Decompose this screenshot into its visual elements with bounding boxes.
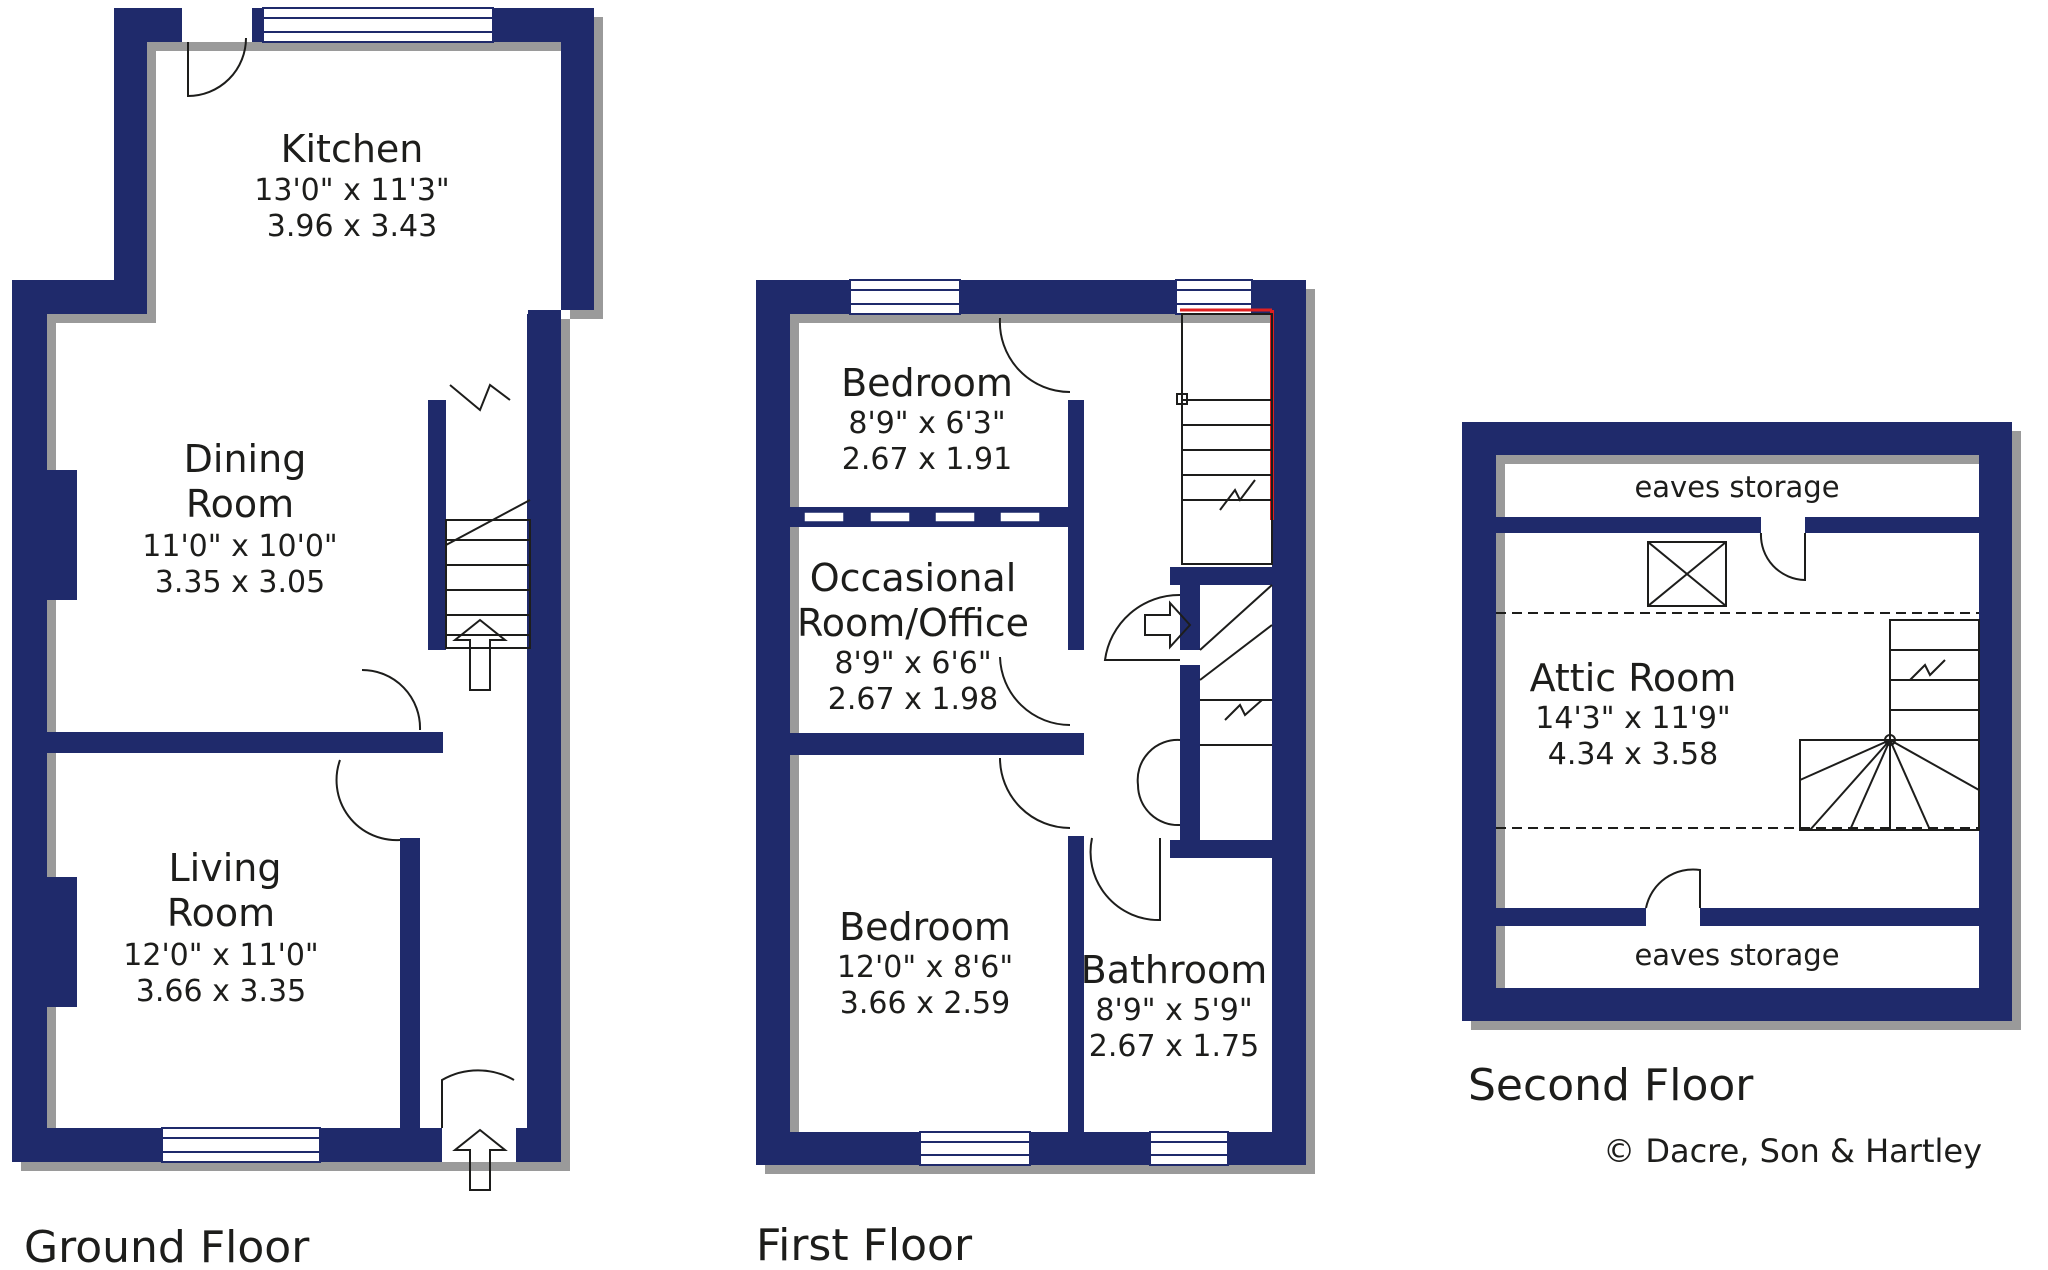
- second-floor-details: [1496, 532, 1980, 909]
- office-imperial: 8'9" x 6'6": [834, 646, 991, 681]
- first-floor-labels: Bedroom 8'9" x 6'3" 2.67 x 1.91 Occasion…: [756, 361, 1267, 1270]
- attic-metric: 4.34 x 3.58: [1548, 737, 1718, 772]
- bedroom-large-metric: 3.66 x 2.59: [840, 986, 1010, 1021]
- ground-floor-walls: [12, 8, 594, 1162]
- copyright-credit: © Dacre, Son & Hartley: [1603, 1132, 1982, 1170]
- bedroom-small-metric: 2.67 x 1.91: [842, 442, 1012, 477]
- second-floor-labels: eaves storage Attic Room 14'3" x 11'9" 4…: [1468, 470, 1982, 1170]
- eaves-storage-top-label: eaves storage: [1634, 470, 1839, 504]
- bathroom-imperial: 8'9" x 5'9": [1095, 993, 1252, 1028]
- bathroom-metric: 2.67 x 1.75: [1089, 1029, 1259, 1064]
- second-floor-title: Second Floor: [1468, 1060, 1754, 1111]
- ground-floor-stairs: [445, 499, 531, 1191]
- bathroom-label: Bathroom: [1081, 948, 1268, 992]
- living-label-line1: Living: [169, 846, 282, 890]
- eaves-storage-bottom-label: eaves storage: [1634, 938, 1839, 972]
- first-floor-plan: Bedroom 8'9" x 6'3" 2.67 x 1.91 Occasion…: [756, 279, 1315, 1270]
- second-floor-plan: eaves storage Attic Room 14'3" x 11'9" 4…: [1462, 422, 2021, 1170]
- ground-floor-doors: [187, 37, 515, 1128]
- first-floor-openings: [803, 279, 1274, 1166]
- kitchen-metric: 3.96 x 3.43: [267, 209, 437, 244]
- living-metric: 3.66 x 3.35: [136, 974, 306, 1009]
- first-floor-walls: [756, 280, 1306, 1165]
- office-metric: 2.67 x 1.98: [828, 682, 998, 717]
- ground-floor-openings: [161, 7, 528, 1163]
- ground-floor-labels: Kitchen 13'0" x 11'3" 3.96 x 3.43 Dining…: [24, 127, 450, 1270]
- ground-floor-plan: Kitchen 13'0" x 11'3" 3.96 x 3.43 Dining…: [12, 7, 603, 1270]
- bedroom-large-imperial: 12'0" x 8'6": [837, 950, 1013, 985]
- bedroom-large-label: Bedroom: [839, 905, 1011, 949]
- first-floor-title: First Floor: [756, 1220, 973, 1270]
- first-floor-stairs: [1144, 313, 1273, 746]
- kitchen-label: Kitchen: [281, 127, 424, 171]
- dining-label-line1: Dining: [184, 437, 307, 481]
- living-label-line2: Room: [167, 891, 275, 935]
- dining-imperial: 11'0" x 10'0": [142, 529, 337, 564]
- ground-floor-title: Ground Floor: [24, 1222, 310, 1270]
- office-label-line1: Occasional: [810, 556, 1017, 600]
- second-floor-walls: [1462, 422, 2012, 1021]
- office-label-line2: Room/Office: [797, 601, 1029, 645]
- living-imperial: 12'0" x 11'0": [123, 938, 318, 973]
- dining-label-line2: Room: [186, 482, 294, 526]
- attic-imperial: 14'3" x 11'9": [1535, 701, 1730, 736]
- dining-metric: 3.35 x 3.05: [155, 565, 325, 600]
- bedroom-small-imperial: 8'9" x 6'3": [848, 406, 1005, 441]
- first-floor-doors: [998, 317, 1181, 922]
- kitchen-imperial: 13'0" x 11'3": [254, 173, 449, 208]
- bedroom-small-label: Bedroom: [841, 361, 1013, 405]
- attic-label: Attic Room: [1530, 656, 1737, 700]
